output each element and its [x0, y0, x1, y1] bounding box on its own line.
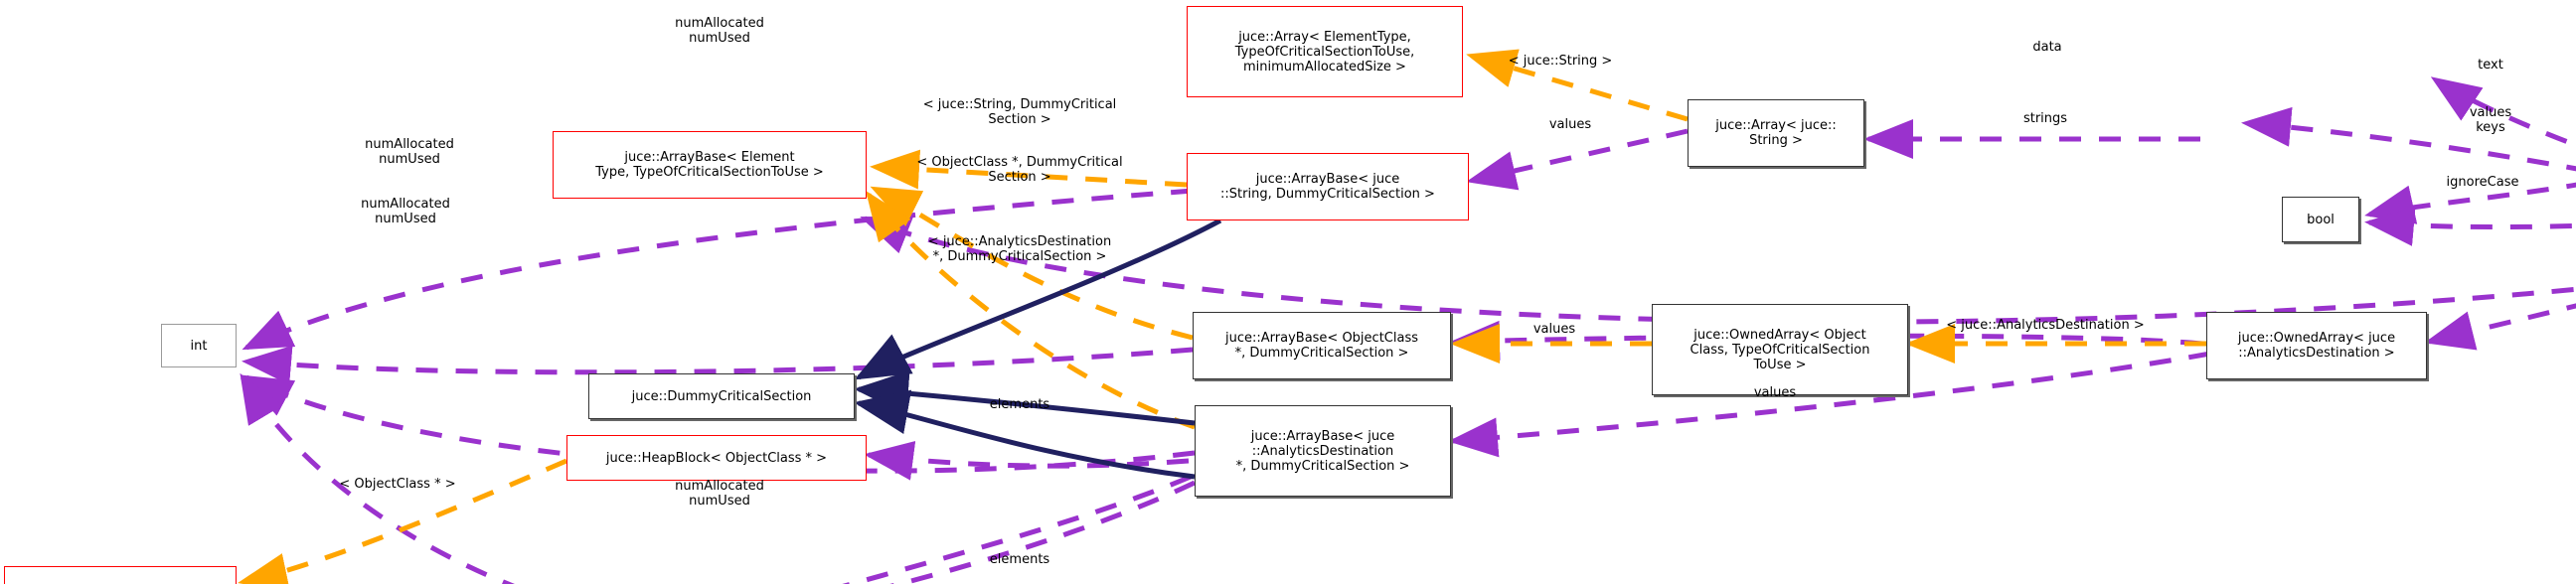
node-arraybase_str[interactable]: juce::ArrayBase< juce ::String, DummyCri…: [1187, 153, 1469, 220]
node-ownedarray_obj[interactable]: juce::OwnedArray< Object Class, TypeOfCr…: [1652, 304, 1908, 395]
node-int[interactable]: int: [161, 324, 237, 367]
node-bool[interactable]: bool: [2282, 197, 2359, 242]
node-arraybase_el[interactable]: juce::ArrayBase< Element Type, TypeOfCri…: [553, 131, 867, 199]
usage-edges: [240, 76, 2576, 584]
template-edges: [238, 49, 2206, 584]
node-array_el[interactable]: juce::Array< ElementType, TypeOfCritical…: [1187, 6, 1463, 97]
node-heapblock_obj[interactable]: juce::HeapBlock< ObjectClass * >: [566, 435, 867, 481]
node-ownedarray_ad[interactable]: juce::OwnedArray< juce ::AnalyticsDestin…: [2206, 312, 2427, 379]
node-dummycs[interactable]: juce::DummyCriticalSection: [588, 373, 855, 419]
inheritance-edges: [854, 218, 1222, 480]
node-arraybase_ad[interactable]: juce::ArrayBase< juce ::AnalyticsDestina…: [1195, 405, 1451, 497]
node-arraybase_obj[interactable]: juce::ArrayBase< ObjectClass *, DummyCri…: [1193, 312, 1451, 379]
node-array_str[interactable]: juce::Array< juce:: String >: [1688, 99, 1864, 167]
node-heapblock_el[interactable]: juce::HeapBlock< Element Type, throwOnFa…: [4, 566, 237, 584]
